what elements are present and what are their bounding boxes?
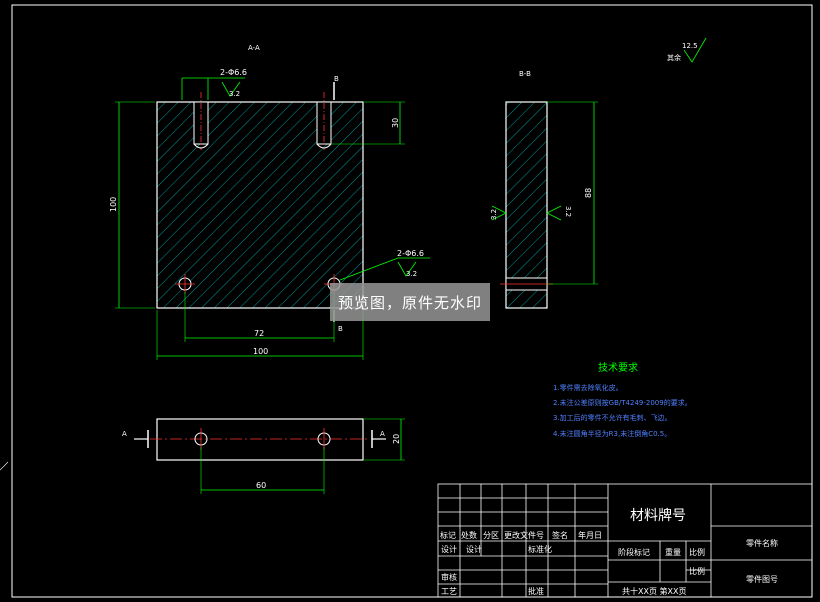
tb-row2-c3: 标准化 (528, 544, 552, 554)
tb-row1-c5: 签名 (552, 530, 568, 540)
hole-dim-top: 2-Φ6.6 (220, 68, 247, 77)
dim-88: 88 (584, 188, 593, 198)
roughness-right: 3.2 (564, 206, 572, 217)
weight-label: 重量 (665, 547, 681, 557)
tb-row1-c6: 年月日 (578, 530, 602, 540)
section-mark-a-right: A (380, 430, 385, 438)
tb-row1-c4: 更改文件号 (504, 530, 544, 540)
roughness-top: 3.2 (229, 90, 240, 98)
tb-row1-c1: 标记 (440, 530, 456, 540)
tech-item-1: 1.零件需去除氧化皮。 (553, 383, 623, 392)
title-block-text: 材料牌号 零件名称 零件图号 标记 处数 分区 更改文件号 签名 年月日 设计 … (440, 507, 778, 596)
section-mark-a-left: A (122, 430, 127, 438)
tb-row1-c3: 分区 (483, 531, 499, 540)
section-mark-b-bottom: B (338, 325, 343, 333)
general-roughness: 12.5 其余 (667, 37, 707, 63)
tech-item-2: 2.未注公差原则按GB/T4249-2009的要求。 (553, 398, 692, 407)
dim-60: 60 (256, 481, 266, 490)
roughness-125: 12.5 (682, 42, 698, 50)
roughness-bottom: 3.2 (406, 270, 417, 278)
dim-100-horizontal: 100 (253, 347, 268, 356)
stage-label: 阶段标记 (618, 547, 650, 557)
tech-item-3: 3.加工后的零件不允许有毛刺、飞边。 (553, 413, 672, 422)
top-view: A A 20 60 (122, 418, 405, 494)
dim-72: 72 (254, 329, 264, 338)
tb-row2-c2: 设计 (466, 544, 482, 554)
scale-label: 比例 (689, 547, 705, 557)
tb-row1-c2: 处数 (461, 530, 477, 540)
tb-row2-c1: 设计 (441, 544, 457, 554)
part-name-label: 零件名称 (746, 538, 778, 548)
hole-dim-bottom: 2-Φ6.6 (397, 249, 424, 258)
front-section-view: A-A 2-Φ6.6 3.2 B B 30 (109, 44, 430, 360)
check-label: 审核 (441, 572, 457, 582)
drawing-border (11, 4, 813, 598)
tech-title: 技术要求 (598, 361, 638, 374)
technical-requirements: 技术要求 1.零件需去除氧化皮。 2.未注公差原则按GB/T4249-2009的… (553, 361, 692, 438)
watermark: 预览图，原件无水印 (330, 283, 490, 321)
section-mark-b-top: B (334, 75, 339, 83)
side-section-view: B-B 88 3.2 3.2 (490, 70, 598, 309)
roughness-other-label: 其余 (667, 53, 681, 62)
process-label: 工艺 (441, 587, 457, 596)
approve-label: 批准 (528, 586, 544, 596)
section-label-bb: B-B (519, 70, 531, 78)
dim-30: 30 (391, 118, 400, 128)
dim-100-vertical: 100 (109, 197, 118, 212)
scale-label-2: 比例 (689, 566, 705, 576)
title-block (437, 483, 813, 598)
sheets-label: 共十XX页 第XX页 (622, 586, 686, 596)
dim-20: 20 (392, 434, 401, 444)
part-no-label: 零件图号 (746, 574, 778, 584)
section-label-aa: A-A (248, 44, 260, 52)
tech-item-4: 4.未注圆角半径为R3,未注倒角C0.5。 (553, 429, 671, 438)
material-label: 材料牌号 (630, 507, 686, 524)
roughness-left: 3.2 (490, 209, 498, 220)
